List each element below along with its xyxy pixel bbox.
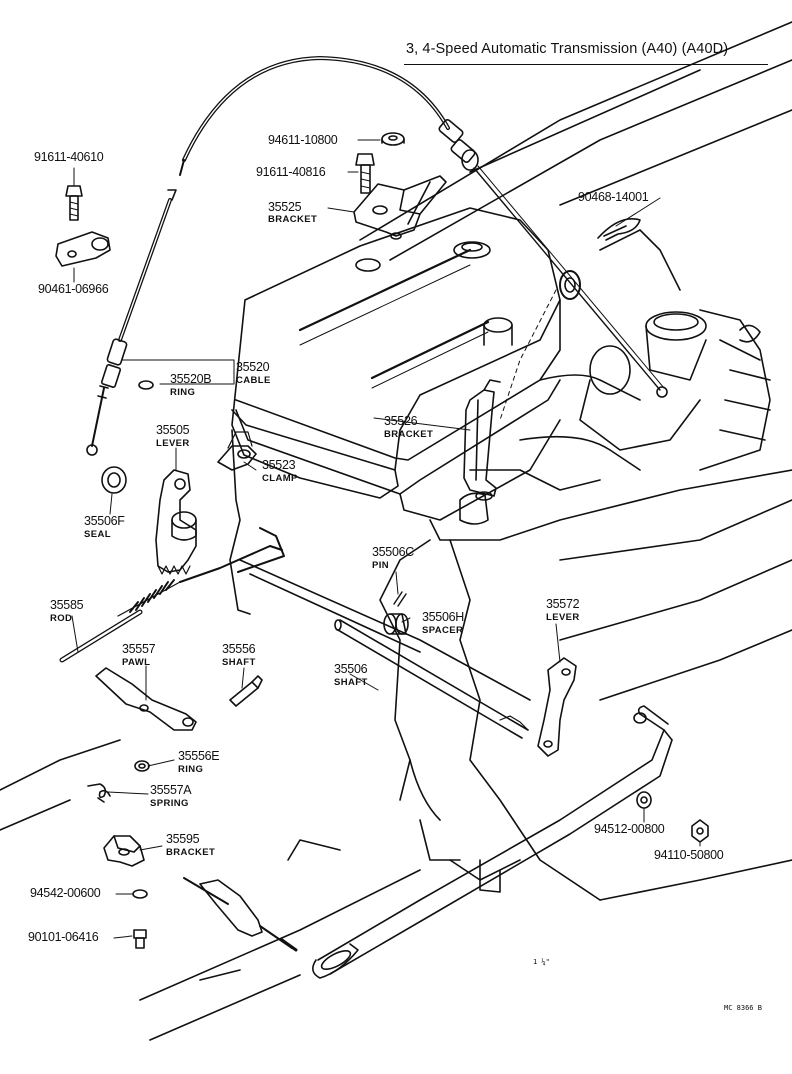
part-number-91611-40610: 91611-40610: [34, 150, 104, 164]
nut-94110-50800: [691, 819, 709, 843]
part-number-35506c: 35506C: [372, 545, 414, 559]
part-number-94512-00800: 94512-00800: [594, 822, 665, 836]
lower-linkage-rod: [183, 877, 298, 952]
clamp-35523: [217, 431, 257, 471]
diagram-title: 3, 4-Speed Automatic Transmission (A40) …: [406, 41, 729, 57]
title-underline: [404, 64, 768, 65]
shaft-35556: [229, 675, 263, 707]
part-number-35585: 35585: [50, 598, 84, 612]
spacer-35506h: [383, 613, 409, 635]
clip-90468-14001: [597, 218, 641, 241]
rod-35585: [59, 527, 285, 663]
pin-35506c: [393, 591, 407, 607]
throttle-cable: [86, 56, 668, 456]
part-name-35520: CABLE: [236, 375, 271, 386]
part-name-35585: ROD: [50, 613, 73, 624]
part-name-35506h: SPACER: [422, 625, 464, 636]
part-number-35520b: 35520B: [170, 372, 212, 386]
nut-94512-00800: [636, 791, 652, 809]
bottom-select-bar: [312, 705, 673, 979]
small-mark: 1 ¼": [533, 958, 550, 966]
part-name-35505: LEVER: [156, 438, 190, 449]
part-number-35506f: 35506F: [84, 514, 125, 528]
leader-lines: [71, 139, 701, 939]
part-number-35572: 35572: [546, 597, 580, 611]
engine-block-outline: [0, 21, 792, 1041]
part-name-35572: LEVER: [546, 612, 580, 623]
lever-35505: [155, 469, 197, 575]
bracket-35595: [103, 835, 145, 867]
bracket-35525: [353, 175, 447, 240]
part-number-35523: 35523: [262, 458, 296, 472]
ring-35556e: [134, 760, 150, 772]
part-number-35526: 35526: [384, 414, 418, 428]
part-name-35523: CLAMP: [262, 473, 298, 484]
part-name-35526: BRACKET: [384, 429, 434, 440]
part-name-35506c: PIN: [372, 560, 390, 571]
part-number-35556e: 35556E: [178, 749, 220, 763]
part-name-35506f: SEAL: [84, 529, 111, 540]
part-name-35557: PAWL: [122, 657, 151, 668]
lever-35572: [537, 657, 577, 757]
part-number-35556: 35556: [222, 642, 256, 656]
shaft-35506: [334, 619, 529, 739]
pawl-35557: [95, 667, 197, 731]
part-name-35595: BRACKET: [166, 847, 216, 858]
part-name-35556e: RING: [178, 764, 204, 775]
washer-94542-00600: [132, 889, 148, 899]
part-number-90461-06966: 90461-06966: [38, 282, 109, 296]
part-name-35525: BRACKET: [268, 214, 318, 225]
spring-35557a: [87, 783, 111, 803]
part-number-35505: 35505: [156, 423, 190, 437]
clamp-90461-06966: [55, 231, 111, 267]
part-name-35556: SHAFT: [222, 657, 256, 668]
part-number-90468-14001: 90468-14001: [578, 190, 649, 204]
bolt-90101-06416: [133, 929, 147, 949]
part-name-35520b: RING: [170, 387, 196, 398]
bolt-91611-40816: [355, 153, 375, 194]
part-number-35557a: 35557A: [150, 783, 192, 797]
ring-35520b: [138, 380, 154, 390]
part-number-91611-40816: 91611-40816: [256, 165, 326, 179]
part-number-35595: 35595: [166, 832, 200, 846]
part-number-35525: 35525: [268, 200, 302, 214]
part-number-35506: 35506: [334, 662, 368, 676]
part-number-35520: 35520: [236, 360, 270, 374]
part-name-35506: SHAFT: [334, 677, 368, 688]
part-number-90101-06416: 90101-06416: [28, 930, 99, 944]
bolt-91611-40610: [65, 185, 83, 221]
part-number-94611-10800: 94611-10800: [268, 133, 338, 147]
part-name-35557a: SPRING: [150, 798, 189, 809]
part-number-94542-00600: 94542-00600: [30, 886, 101, 900]
part-number-94110-50800: 94110-50800: [654, 848, 724, 862]
bracket-35526: [463, 379, 501, 501]
part-number-35506h: 35506H: [422, 610, 464, 624]
control-bar: [239, 559, 531, 701]
washer-94611-10800: [381, 132, 405, 146]
diagram-code: MC 8366 B: [724, 1004, 762, 1012]
seal-35506f: [101, 466, 127, 494]
part-number-35557: 35557: [122, 642, 156, 656]
